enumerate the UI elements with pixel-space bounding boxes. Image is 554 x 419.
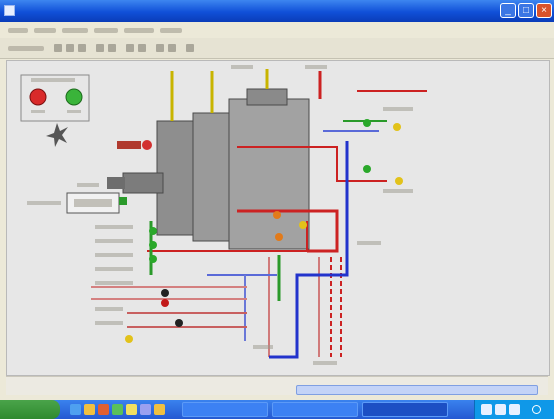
title-bar: _ □ × [0, 0, 554, 22]
toolbar-icon[interactable] [156, 44, 164, 52]
valve-marker-green[interactable] [149, 227, 157, 235]
start-button[interactable] [0, 400, 60, 419]
valve-marker-yellow[interactable] [393, 123, 401, 131]
minimize-icon: _ [505, 5, 511, 16]
label-placeholder [231, 65, 253, 69]
valve-marker-green[interactable] [149, 255, 157, 263]
label-placeholder [27, 201, 61, 205]
label-placeholder [383, 189, 413, 193]
taskbar [0, 400, 554, 419]
quicklaunch-icon[interactable] [84, 404, 95, 415]
engine-block-right [228, 98, 310, 250]
tray-icon[interactable] [481, 404, 492, 415]
engine-schematic [20, 65, 427, 365]
toolbar-icon[interactable] [108, 44, 116, 52]
menu-item-4[interactable] [94, 28, 118, 33]
readout-placeholder [74, 199, 112, 207]
app-icon [4, 5, 15, 16]
menu-bar [0, 22, 554, 38]
quicklaunch-icon[interactable] [140, 404, 151, 415]
menu-item-3[interactable] [62, 28, 88, 33]
toolbar-icon[interactable] [138, 44, 146, 52]
toolbar-field[interactable] [8, 46, 44, 51]
selector-switch-icon[interactable] [46, 123, 68, 147]
engine-head [246, 88, 288, 106]
menu-item-6[interactable] [160, 28, 182, 33]
supply-pipe [237, 209, 339, 253]
stop-indicator-light[interactable] [29, 88, 47, 106]
run-indicator-light[interactable] [65, 88, 83, 106]
valve-marker-yellow[interactable] [125, 335, 133, 343]
label-placeholder [95, 307, 123, 311]
process-diagram-canvas [6, 60, 550, 376]
toolbar-icon[interactable] [66, 44, 74, 52]
menu-item-5[interactable] [124, 28, 154, 33]
shaft-end [107, 177, 125, 189]
shaft-housing [122, 172, 164, 194]
return-pipe [269, 141, 349, 359]
close-button[interactable]: × [536, 3, 552, 18]
tray-icon[interactable] [495, 404, 506, 415]
valve-marker-green[interactable] [363, 119, 371, 127]
taskbar-task-active[interactable] [362, 402, 448, 417]
horizontal-scrollbar[interactable] [6, 376, 548, 395]
readout-status-led [119, 197, 127, 205]
valve-marker-orange[interactable] [275, 233, 283, 241]
label-placeholder [313, 361, 337, 365]
label-placeholder [31, 110, 45, 113]
tag-red [117, 141, 141, 149]
taskbar-task[interactable] [272, 402, 358, 417]
label-placeholder [77, 183, 99, 187]
label-placeholder [305, 65, 327, 69]
label-placeholder [67, 110, 81, 113]
valve-marker-green[interactable] [149, 241, 157, 249]
close-icon: × [541, 5, 547, 16]
valve-marker-red[interactable] [161, 299, 169, 307]
toolbar-icon[interactable] [168, 44, 176, 52]
engine-block-mid [192, 112, 234, 242]
valve-marker-black[interactable] [161, 289, 169, 297]
toolbar [0, 38, 554, 59]
taskbar-task[interactable] [182, 402, 268, 417]
valve-marker-green[interactable] [363, 165, 371, 173]
toolbar-icon[interactable] [54, 44, 62, 52]
supply-pipe [237, 146, 387, 182]
label-placeholder [31, 78, 75, 82]
toolbar-icon[interactable] [126, 44, 134, 52]
label-placeholder [357, 241, 381, 245]
maximize-icon: □ [522, 5, 530, 16]
quicklaunch-icon[interactable] [70, 404, 81, 415]
toolbar-icon[interactable] [78, 44, 86, 52]
maximize-button[interactable]: □ [518, 3, 534, 18]
label-placeholder [95, 281, 133, 285]
system-tray [474, 400, 554, 419]
supply-pipe [147, 221, 308, 252]
label-placeholder [253, 345, 273, 349]
label-placeholder [95, 239, 133, 243]
toolbar-icon[interactable] [96, 44, 104, 52]
label-placeholder [95, 225, 133, 229]
label-placeholder [95, 267, 133, 271]
scrollbar-thumb[interactable] [296, 385, 538, 395]
quicklaunch-icon[interactable] [98, 404, 109, 415]
minimize-button[interactable]: _ [500, 3, 516, 18]
control-group-box [20, 74, 90, 122]
quicklaunch-icon[interactable] [126, 404, 137, 415]
tray-icon[interactable] [509, 404, 520, 415]
toolbar-icon[interactable] [186, 44, 194, 52]
valve-marker-yellow[interactable] [395, 177, 403, 185]
label-placeholder [95, 253, 133, 257]
label-placeholder [95, 321, 123, 325]
valve-marker-black[interactable] [175, 319, 183, 327]
quicklaunch-icon[interactable] [112, 404, 123, 415]
clock-icon [532, 405, 541, 414]
valve-marker-orange[interactable] [273, 211, 281, 219]
menu-item-1[interactable] [8, 28, 28, 33]
menu-item-2[interactable] [34, 28, 56, 33]
quicklaunch-icon[interactable] [154, 404, 165, 415]
label-placeholder [383, 107, 413, 111]
valve-indicator-red[interactable] [142, 140, 152, 150]
valve-marker-yellow[interactable] [299, 221, 307, 229]
